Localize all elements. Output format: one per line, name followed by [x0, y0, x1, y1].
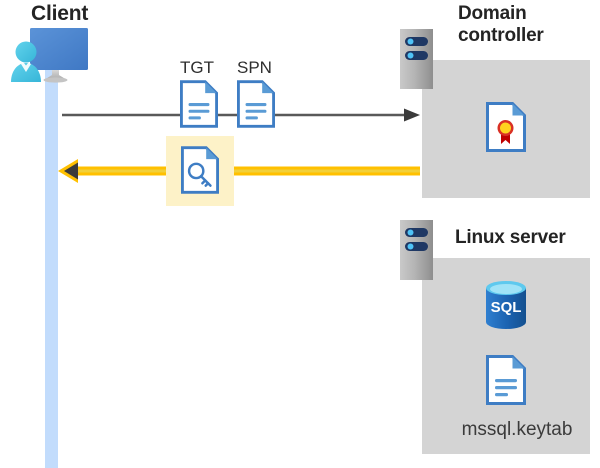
client-workstation-icon: [8, 26, 92, 86]
key-document-icon: [181, 146, 219, 194]
spn-label: SPN: [237, 58, 272, 77]
certificate-document-icon: [486, 102, 526, 152]
domain-controller-label: Domain controller: [458, 3, 544, 47]
sql-database-icon: SQL: [483, 279, 529, 331]
keytab-filename-label: mssql.keytab: [461, 419, 573, 440]
server-icon: [400, 29, 433, 89]
spn-document-icon: [237, 80, 275, 128]
keytab-document-icon: [486, 355, 526, 405]
client-lifeline: [45, 62, 58, 468]
sql-label: SQL: [491, 299, 522, 316]
tgt-label: TGT: [180, 58, 214, 77]
server-icon: [400, 220, 433, 280]
linux-server-label: Linux server: [455, 227, 566, 248]
response-arrow: [58, 158, 420, 184]
request-arrow: [62, 108, 420, 122]
client-label: Client: [31, 2, 89, 25]
tgt-document-icon: [180, 80, 218, 128]
